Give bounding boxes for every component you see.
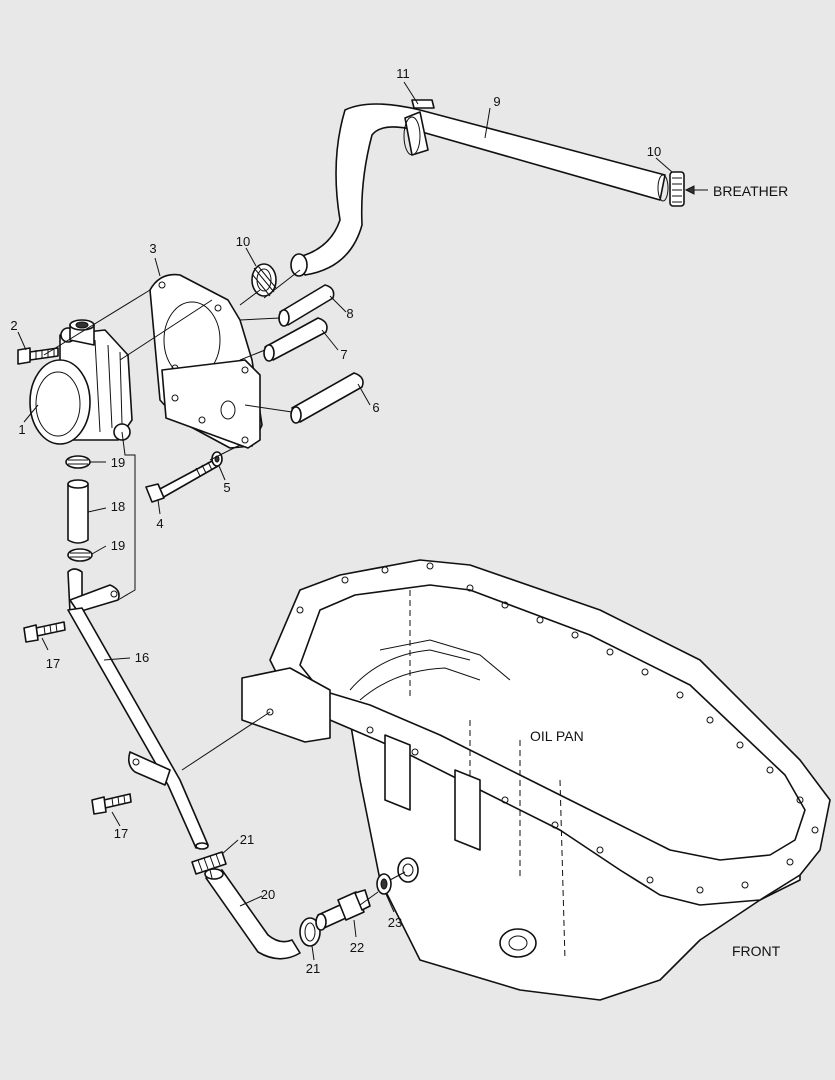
callout-5: 5 [223,480,230,495]
front-label: FRONT [732,943,781,959]
callout-17-lower: 17 [114,826,128,841]
callout-1: 1 [18,422,25,437]
hose-clamp-21-upper [191,851,227,875]
callout-9: 9 [493,94,500,109]
spacer-tube-7 [263,317,328,362]
assembly-lines [43,269,406,906]
gasket-plate [149,273,263,449]
callout-23: 23 [388,915,402,930]
callout-leaders [17,81,708,961]
hose-clamp-10-upper [251,263,277,297]
bolt-17-upper [23,621,66,643]
callout-22: 22 [350,940,364,955]
callout-8: 8 [346,306,353,321]
callout-7: 7 [340,347,347,362]
oil-pan-label: OIL PAN [530,728,584,744]
hose-clamp-19-lower [67,548,93,562]
hose-clamp-19-upper [65,455,91,469]
oil-pan [241,559,831,1001]
bolt-4 [145,459,219,503]
callout-10-upper: 10 [236,234,250,249]
hose-clamp-21-lower [299,917,321,947]
callout-19-lower: 19 [111,538,125,553]
callout-6: 6 [372,400,379,415]
breather-arrow [684,185,695,195]
callout-11: 11 [396,66,410,81]
spacer-tube-6 [290,372,364,424]
callout-17-upper: 17 [46,656,60,671]
bolt-17-lower [91,793,132,815]
hose-18 [67,479,89,544]
callout-3: 3 [149,241,156,256]
callout-16: 16 [135,650,149,665]
hose-clamp-10-breather [669,171,685,207]
spacer-tube-8 [278,284,335,327]
fitting-22 [315,889,371,931]
callout-4: 4 [156,516,163,531]
oil-return-tube-16 [67,568,209,850]
breather-hose [290,103,669,277]
callout-19-upper: 19 [111,455,125,470]
callout-2: 2 [10,318,17,333]
callout-21-lower: 21 [306,961,320,976]
vacuum-pump [29,319,133,445]
callout-18: 18 [111,499,125,514]
hose-clamp-11 [403,99,435,156]
callout-10-breather: 10 [647,144,661,159]
callout-20: 20 [261,887,275,902]
hose-20 [204,868,301,960]
captions: BREATHER OIL PAN FRONT [530,183,788,959]
washer-23 [376,873,392,895]
callout-labels: 1 2 3 4 5 6 7 8 9 10 10 11 16 17 17 18 1… [10,66,661,976]
breather-label: BREATHER [713,183,788,199]
callout-21-upper: 21 [240,832,254,847]
washer-5 [211,451,223,467]
